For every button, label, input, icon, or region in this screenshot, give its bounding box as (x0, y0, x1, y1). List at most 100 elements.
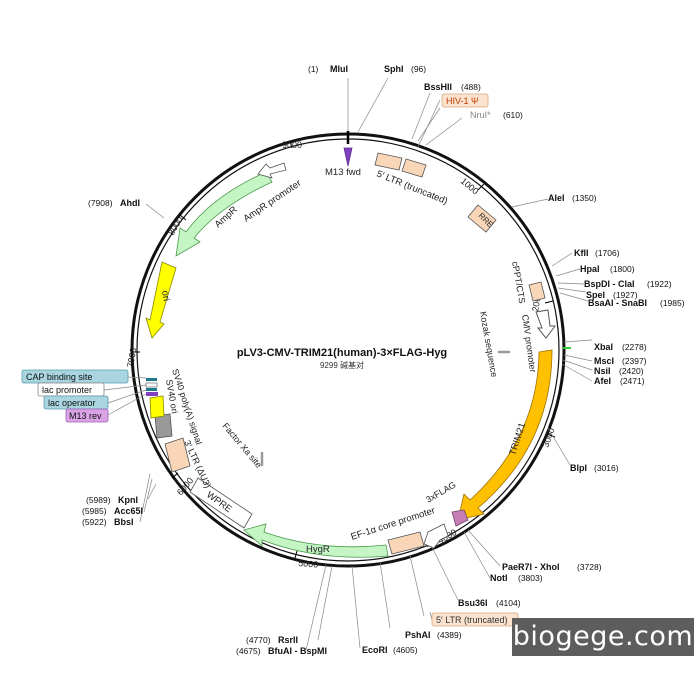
m13-fwd-label: M13 fwd (325, 167, 361, 178)
kozak-label: Kozak sequence (478, 311, 499, 378)
plasmid-size: 9299 碱基对 (320, 360, 364, 370)
tick-5000: 5000 (298, 558, 319, 570)
site-msci-name: MscI (594, 356, 614, 366)
site-alei-name: AleI (548, 193, 565, 203)
cppt-box (528, 281, 546, 302)
site-bbsi-name: BbsI (114, 517, 134, 527)
leader-lines (139, 77, 593, 651)
tick-1000: 1000 (459, 176, 481, 197)
lac-promoter-label: lac promoter (42, 385, 92, 395)
site-sphi-pos: (96) (411, 64, 426, 74)
sv40-polya-box (154, 413, 173, 439)
ori-arrow (145, 261, 177, 339)
site-xbai-pos: (2278) (622, 342, 647, 352)
site-msci-pos: (2397) (622, 356, 647, 366)
site-blpi-name: BlpI (570, 463, 587, 473)
cppt-label: cPPT/CTS (510, 261, 527, 305)
site-nrui-name: NruI* (470, 110, 491, 120)
site-rsrii-pos: (4770) (246, 635, 271, 645)
3xflag-box (451, 509, 469, 527)
site-bsshii-name: BssHII (424, 82, 452, 92)
site-claI-pos: (1922) (647, 279, 672, 289)
cmv-promoter-arrow (535, 309, 556, 339)
trim21-arrow (457, 349, 553, 521)
site-sphi-name: SphI (384, 64, 404, 74)
factor-xa-label: Factor Xa site (220, 421, 263, 470)
plasmid-title: pLV3-CMV-TRIM21(human)-3×FLAG-Hyg (237, 347, 447, 359)
ampr-promoter-arrow (257, 162, 287, 179)
ef1a-white-arrow (423, 523, 449, 549)
site-kpni-name: KpnI (118, 495, 138, 505)
site-bsu36i-pos: (4104) (496, 598, 521, 608)
wpre-box (189, 477, 253, 529)
rre-box (467, 204, 497, 233)
lac-operator-label: lac operator (48, 398, 96, 408)
site-mlui-name: MluI (330, 64, 348, 74)
site-blpi-pos: (3016) (594, 463, 619, 473)
site-kfli-name: KflI (574, 248, 589, 258)
m13-rev-box (65, 408, 109, 423)
cmv-promoter-label: CMV promoter (520, 314, 538, 373)
site-noti-pos: (3803) (518, 573, 543, 583)
site-ecori-pos: (4605) (393, 645, 418, 655)
m13-rev-label: M13 rev (69, 411, 102, 421)
site-snabi-pos: (1985) (660, 298, 685, 308)
site-labels: (1) MluI SphI (96) BssHII (488) NruI* (6… (82, 64, 685, 656)
site-xhoi-name: PaeR7I - XhoI (502, 562, 560, 572)
tick-7000: 7000 (125, 347, 138, 368)
site-noti-name: NotI (490, 573, 508, 583)
cap-site-mark (146, 378, 157, 381)
site-ahdi-pos: (7908) (88, 198, 113, 208)
ef1a-box (387, 531, 425, 555)
ampr-arrow (175, 171, 273, 257)
ltr3-box (164, 437, 191, 473)
site-afei-pos: (2471) (620, 376, 645, 386)
ef1a-label: EF-1α core promoter (350, 505, 437, 543)
site-pshai-pos: (4389) (437, 630, 462, 640)
site-acc65i-pos: (5985) (82, 506, 107, 516)
site-bsshii-pos: (488) (461, 82, 481, 92)
hiv-psi-label: HIV-1 Ψ (446, 96, 479, 106)
left-box-leaders (103, 99, 441, 621)
hiv-psi-box (441, 93, 489, 108)
site-kpni-pos: (5989) (86, 495, 111, 505)
site-xbai-name: XbaI (594, 342, 613, 352)
site-afei-name: AfeI (594, 376, 611, 386)
m13-fwd-primer (343, 147, 353, 167)
site-rsrii-name: RsrII (278, 635, 298, 645)
site-bsu36i-name: Bsu36I (458, 598, 488, 608)
site-bspmi-name: BfuAI - BspMI (268, 646, 327, 656)
cap-label: CAP binding site (26, 372, 92, 382)
tick-9000: 9000 (282, 140, 302, 150)
site-acc65i-name: Acc65I (114, 506, 143, 516)
site-hpai-pos: (1800) (610, 264, 635, 274)
site-alei-pos: (1350) (572, 193, 597, 203)
lac-promoter-mark (145, 382, 158, 388)
ltr5-box-1 (374, 152, 403, 171)
m13-rev-primer (146, 392, 158, 396)
site-nsii-pos: (2420) (619, 366, 644, 376)
site-hpai-name: HpaI (580, 264, 600, 274)
site-xhoi-pos: (3728) (577, 562, 602, 572)
sv40-ori-box (149, 395, 165, 419)
boxed-labels: HIV-1 Ψ 5′ LTR (truncated) CAP binding s… (21, 93, 519, 627)
site-claI-name: BspDI - ClaI (584, 279, 635, 289)
site-spei-name: SpeI (586, 290, 605, 300)
site-spei-pos: (1927) (613, 290, 638, 300)
ltr5-box-2 (401, 158, 427, 178)
ltr5-bottom-label: 5′ LTR (truncated) (436, 615, 508, 625)
site-ecori-name: EcoRI (362, 645, 388, 655)
watermark: biogege.com (512, 618, 694, 656)
ori-label: ori (159, 290, 172, 302)
hygr-label: HygR (306, 544, 330, 555)
hygr-arrow (243, 523, 389, 558)
site-ahdi-name: AhdI (120, 198, 140, 208)
site-pshai-name: PshAI (405, 630, 431, 640)
site-bspmi-pos: (4675) (236, 646, 261, 656)
site-bbsi-pos: (5922) (82, 517, 107, 527)
site-kfli-pos: (1706) (595, 248, 620, 258)
3xflag-label: 3xFLAG (424, 480, 458, 505)
site-mlui-pos: (1) (308, 64, 319, 74)
site-nsii-name: NsiI (594, 366, 611, 376)
